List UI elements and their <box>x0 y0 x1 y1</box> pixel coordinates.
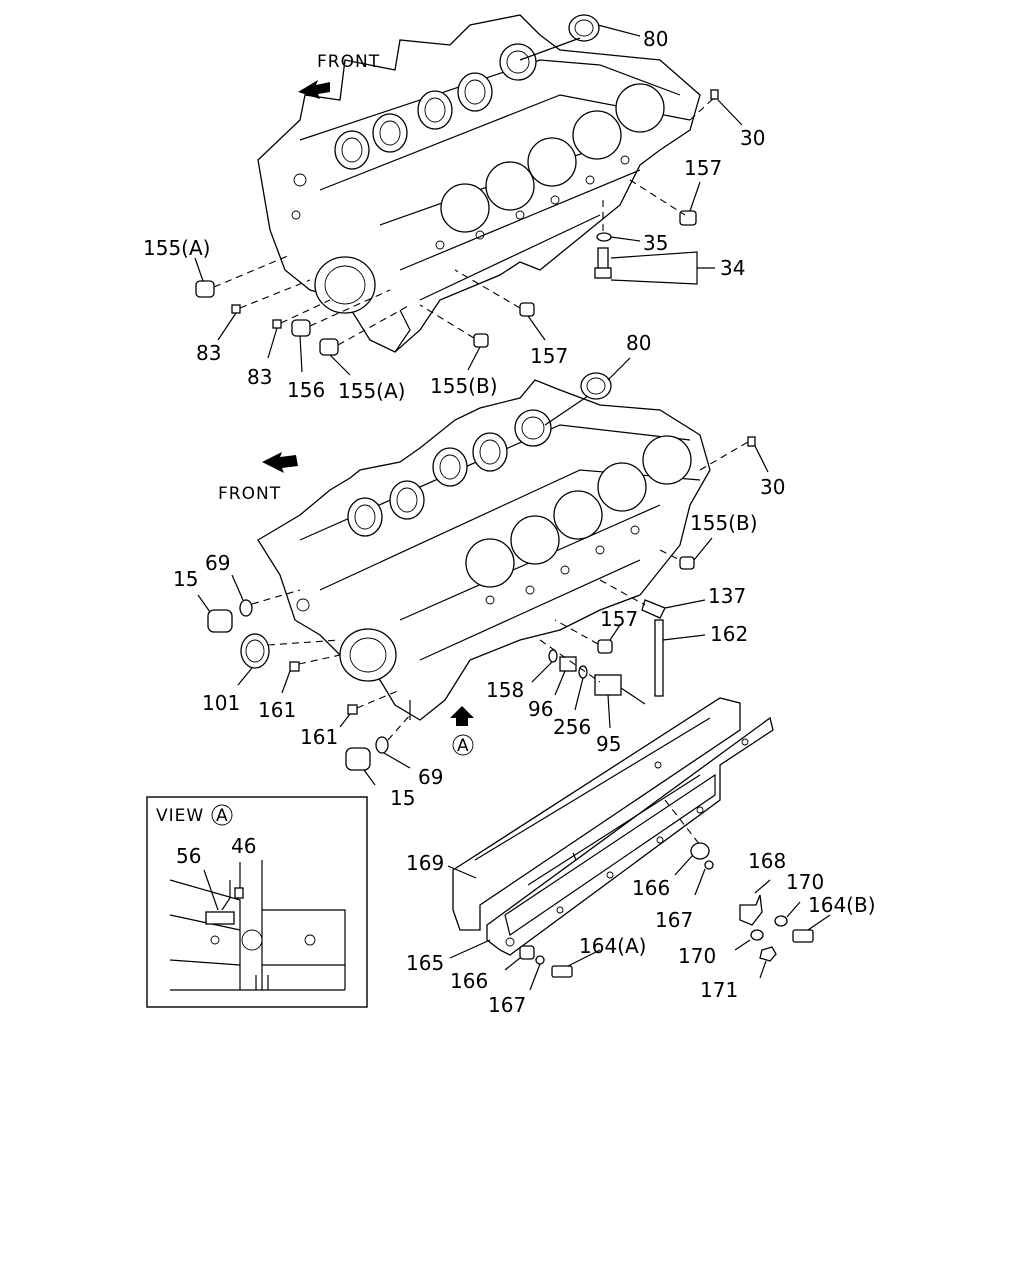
p256: 256 <box>553 715 591 739</box>
upper-left-bank-bores <box>334 43 537 170</box>
marker-a-circle <box>452 734 474 756</box>
upper-parts <box>194 14 743 376</box>
p165: 165 <box>406 951 444 975</box>
arrow-view-a-icon <box>450 706 474 726</box>
arrow-front-icon <box>298 80 330 99</box>
p34: 34 <box>720 256 745 280</box>
p169: 169 <box>406 851 444 875</box>
bottom-hardware <box>447 799 831 991</box>
p170-b: 170 <box>678 944 716 968</box>
p137: 137 <box>708 584 746 608</box>
p83-a: 83 <box>196 341 221 365</box>
lower-parts <box>197 357 769 786</box>
p83-b: 83 <box>247 365 272 389</box>
p69-upper: 69 <box>205 551 230 575</box>
p164b: 164(B) <box>808 893 876 917</box>
p155a-bottom: 155(A) <box>338 379 405 403</box>
p166-a: 166 <box>632 876 670 900</box>
p162: 162 <box>710 622 748 646</box>
p157-top-right: 157 <box>684 156 722 180</box>
p101: 101 <box>202 691 240 715</box>
view-a-letter: A <box>216 806 229 826</box>
p164a: 164(A) <box>579 934 646 958</box>
view-a-title: VIEW <box>156 806 204 826</box>
p30-mid: 30 <box>760 475 785 499</box>
p80-top: 80 <box>643 27 668 51</box>
upper-bolt-holes <box>291 155 630 250</box>
p80-mid: 80 <box>626 331 651 355</box>
p155b-top: 155(B) <box>430 374 498 398</box>
p15-lower: 15 <box>390 786 415 810</box>
lower-left-bank-bores <box>347 409 552 537</box>
oil-pan-gasket <box>452 697 774 956</box>
p170-a: 170 <box>786 870 824 894</box>
lower-cylinder-block <box>257 379 711 721</box>
upper-cylinder-block <box>257 14 701 353</box>
p167-a: 167 <box>655 908 693 932</box>
upper-front-seal-bore <box>314 256 376 314</box>
p161-a: 161 <box>258 698 296 722</box>
p161-b: 161 <box>300 725 338 749</box>
p158: 158 <box>486 678 524 702</box>
p95: 95 <box>596 732 621 756</box>
p56: 56 <box>176 844 201 868</box>
front-label-mid: FRONT <box>218 484 281 504</box>
p96: 96 <box>528 697 553 721</box>
lower-bolt-holes <box>296 525 640 612</box>
p157-top-bottom: 157 <box>530 344 568 368</box>
p171: 171 <box>700 978 738 1002</box>
lower-front-seal-bore <box>339 628 397 682</box>
p168: 168 <box>748 849 786 873</box>
upper-right-bank-bores <box>440 83 665 233</box>
arrow-front-icon-lower <box>262 452 298 473</box>
p157-mid: 157 <box>600 607 638 631</box>
p166-b: 166 <box>450 969 488 993</box>
p155b-mid: 155(B) <box>690 511 758 535</box>
p15-upper: 15 <box>173 567 198 591</box>
p156: 156 <box>287 378 325 402</box>
view-a-inset: VIEW A <box>146 796 368 1008</box>
lower-right-bank-bores <box>465 435 692 588</box>
p30-top: 30 <box>740 126 765 150</box>
p46: 46 <box>231 834 256 858</box>
p69-lower: 69 <box>418 765 443 789</box>
p155a-left: 155(A) <box>143 236 210 260</box>
p35: 35 <box>643 231 668 255</box>
p167-b: 167 <box>488 993 526 1017</box>
marker-a: A <box>457 736 470 756</box>
front-label-top: FRONT <box>317 52 380 72</box>
